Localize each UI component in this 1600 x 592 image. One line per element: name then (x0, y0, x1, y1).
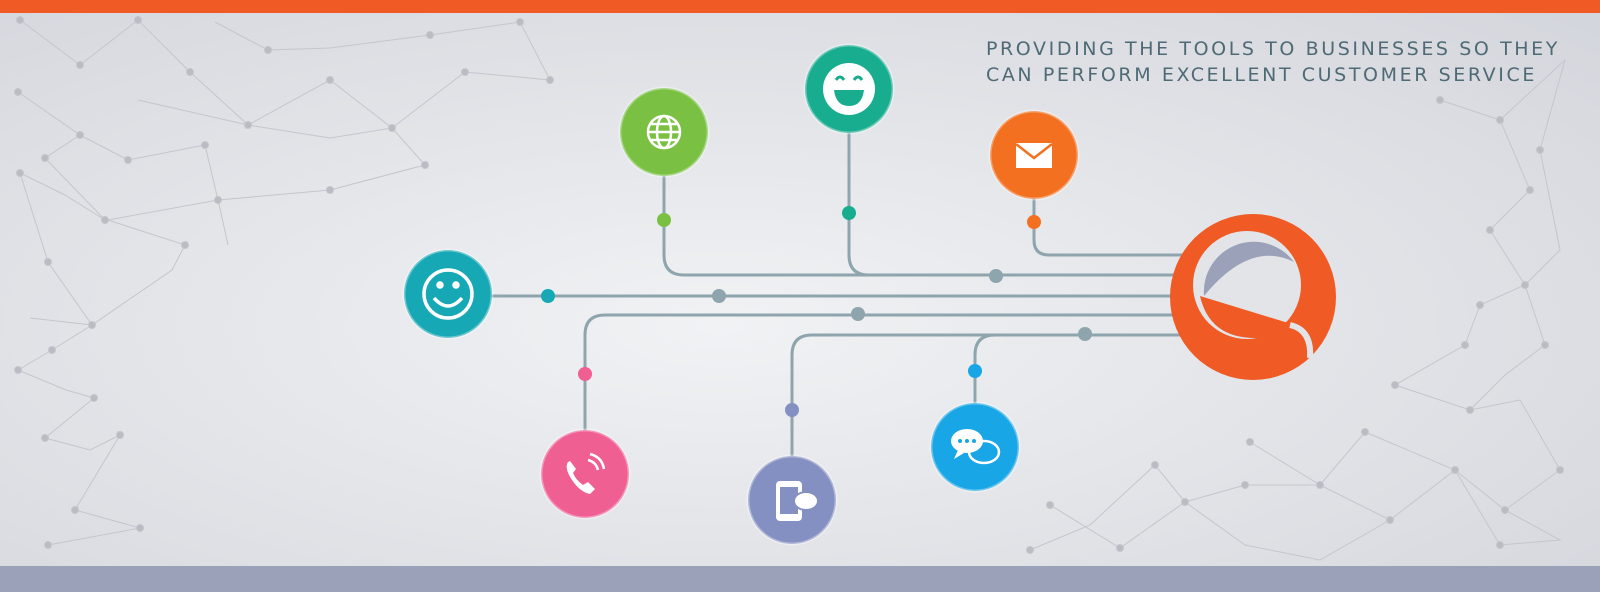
top-accent-bar (0, 0, 1600, 13)
laughing-face-icon (823, 63, 875, 115)
background-network (14, 16, 1566, 561)
connector-dots (541, 206, 1092, 417)
chat-bubbles-icon (951, 429, 1001, 465)
bottom-accent-bar (0, 566, 1600, 592)
envelope-icon (1015, 143, 1053, 168)
smiley-icon (422, 268, 474, 320)
tagline-line-1: PROVIDING THE TOOLS TO BUSINESSES SO THE… (985, 38, 1560, 60)
web-channel[interactable] (618, 86, 710, 178)
phone-icon (566, 452, 606, 494)
tagline-line-2: CAN PERFORM EXCELLENT CUSTOMER SERVICE (985, 64, 1537, 86)
phone-channel[interactable] (539, 428, 631, 520)
chat-channel[interactable] (929, 401, 1021, 493)
smile-channel[interactable] (402, 248, 494, 340)
tagline: PROVIDING THE TOOLS TO BUSINESSES SO THE… (986, 36, 1560, 88)
email-channel[interactable] (988, 109, 1080, 201)
brand-logo (1170, 214, 1336, 380)
connector-lines (490, 132, 1200, 458)
happy-channel[interactable] (803, 43, 895, 135)
sms-channel[interactable] (746, 454, 838, 546)
globe-icon (646, 114, 682, 150)
mobile-message-icon (776, 481, 819, 521)
